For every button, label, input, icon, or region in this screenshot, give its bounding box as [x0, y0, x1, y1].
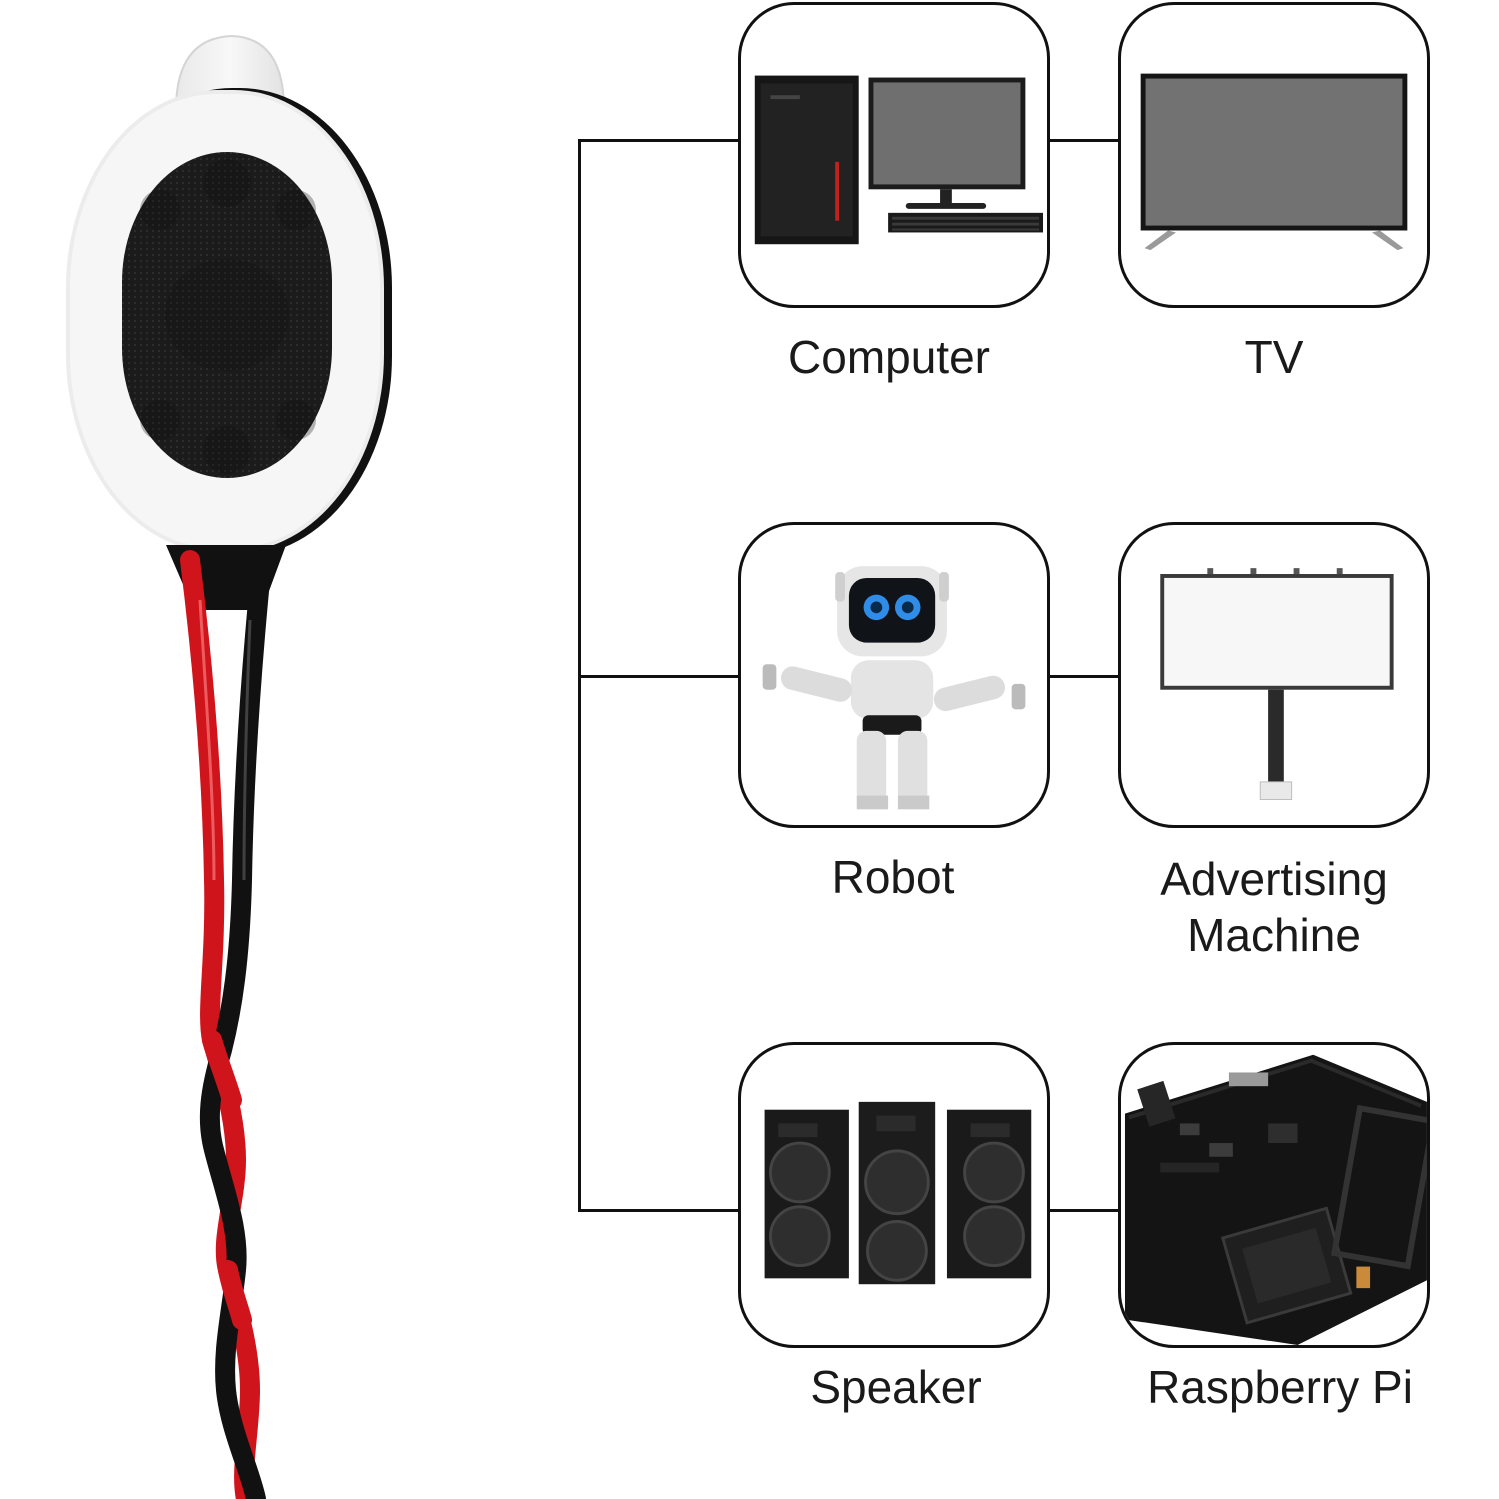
application-label-computer: Computer — [788, 331, 990, 383]
computer-icon — [754, 75, 1044, 245]
robot-card — [738, 522, 1050, 828]
speaker-card — [738, 1042, 1050, 1348]
loudspeaker-icon — [764, 1101, 1032, 1285]
application-label-raspberry-pi: Raspberry Pi — [1147, 1361, 1413, 1413]
computer-card — [738, 2, 1050, 308]
application-label-tv: TV — [1244, 331, 1304, 383]
application-label-advertising-machine: Advertising Machine — [1160, 853, 1388, 961]
raspberry-pi-card — [1118, 1042, 1430, 1348]
connector-branch-robot — [578, 675, 740, 678]
connector-speaker-board — [1050, 1209, 1120, 1212]
connector-computer-tv — [1050, 139, 1120, 142]
tv-card — [1118, 2, 1430, 308]
advertising-machine-card — [1118, 522, 1430, 828]
application-label-robot: Robot — [831, 851, 955, 903]
connector-robot-billboard — [1050, 675, 1120, 678]
circuit-board-icon — [1124, 1054, 1427, 1345]
robot-icon — [762, 566, 1026, 810]
billboard-icon — [1160, 568, 1394, 800]
connector-branch-speaker — [578, 1209, 740, 1212]
application-label-speaker: Speaker — [810, 1361, 982, 1413]
tv-icon — [1140, 73, 1408, 251]
mini-speaker-photo — [66, 34, 392, 1499]
connector-branch-computer — [578, 139, 740, 142]
